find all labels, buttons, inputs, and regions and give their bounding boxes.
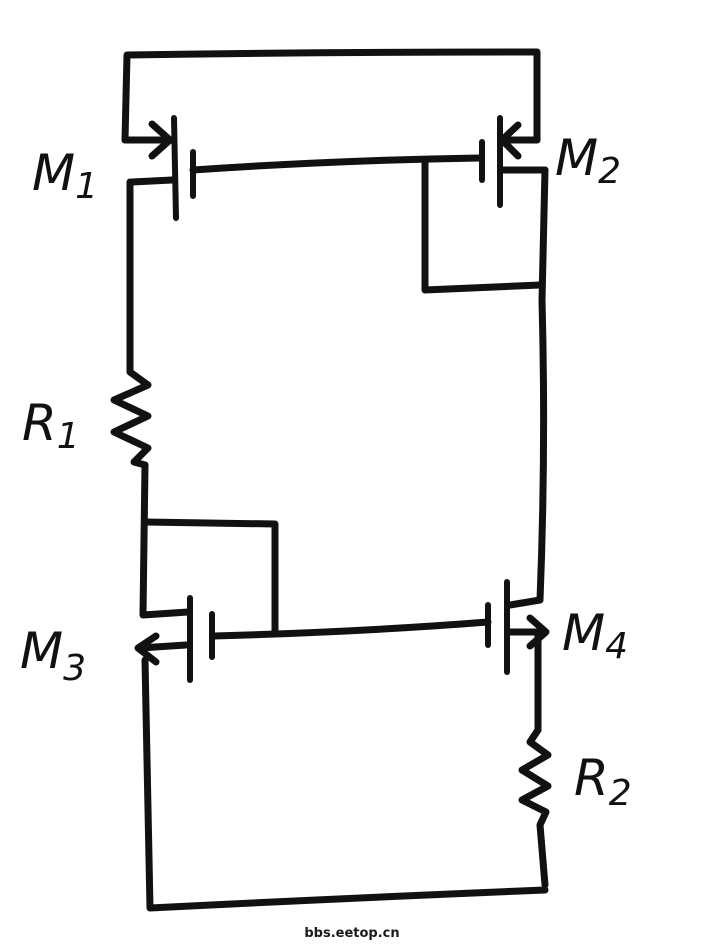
m3-source-arrow	[134, 632, 190, 666]
label-r1-name: R	[22, 394, 57, 452]
m3-diode-loop	[141, 518, 279, 636]
label-m1-sub: 1	[75, 166, 98, 207]
left-middle-wire	[139, 461, 192, 619]
label-m1: M1	[32, 144, 98, 207]
label-m4-name: M	[562, 604, 605, 662]
label-r1-sub: 1	[57, 416, 80, 457]
right-vertical-wire	[506, 166, 549, 609]
label-m1-name: M	[32, 144, 75, 202]
label-m2-name: M	[555, 129, 598, 187]
label-m2-sub: 2	[598, 151, 621, 192]
transistor-m2	[421, 115, 549, 294]
transistor-m1	[121, 115, 196, 221]
label-m2: M2	[555, 129, 621, 192]
m1-channel	[171, 115, 179, 221]
gate-wire-m3-m4	[210, 618, 492, 640]
gate-wire-m1-m2	[189, 154, 484, 174]
label-m3-name: M	[20, 622, 63, 680]
resistor-r1	[110, 336, 152, 469]
label-r2-name: R	[574, 749, 609, 807]
label-r2-sub: 2	[609, 773, 632, 814]
bottom-rail-wire	[141, 656, 549, 912]
label-m3: M3	[20, 622, 86, 689]
label-m4: M4	[562, 604, 628, 667]
label-r2: R2	[574, 749, 632, 814]
m1-drain-wire	[128, 176, 176, 186]
m1-source-arrow	[121, 120, 174, 160]
m2-diode-loop	[421, 156, 544, 294]
resistor-r2	[518, 726, 552, 889]
watermark: bbs.eetop.cn	[304, 926, 400, 941]
top-rail-wire	[121, 48, 541, 144]
label-m4-sub: 4	[605, 626, 628, 667]
m2-source-arrow	[498, 121, 541, 160]
label-r1: R1	[22, 394, 80, 457]
label-m3-sub: 3	[63, 648, 86, 689]
